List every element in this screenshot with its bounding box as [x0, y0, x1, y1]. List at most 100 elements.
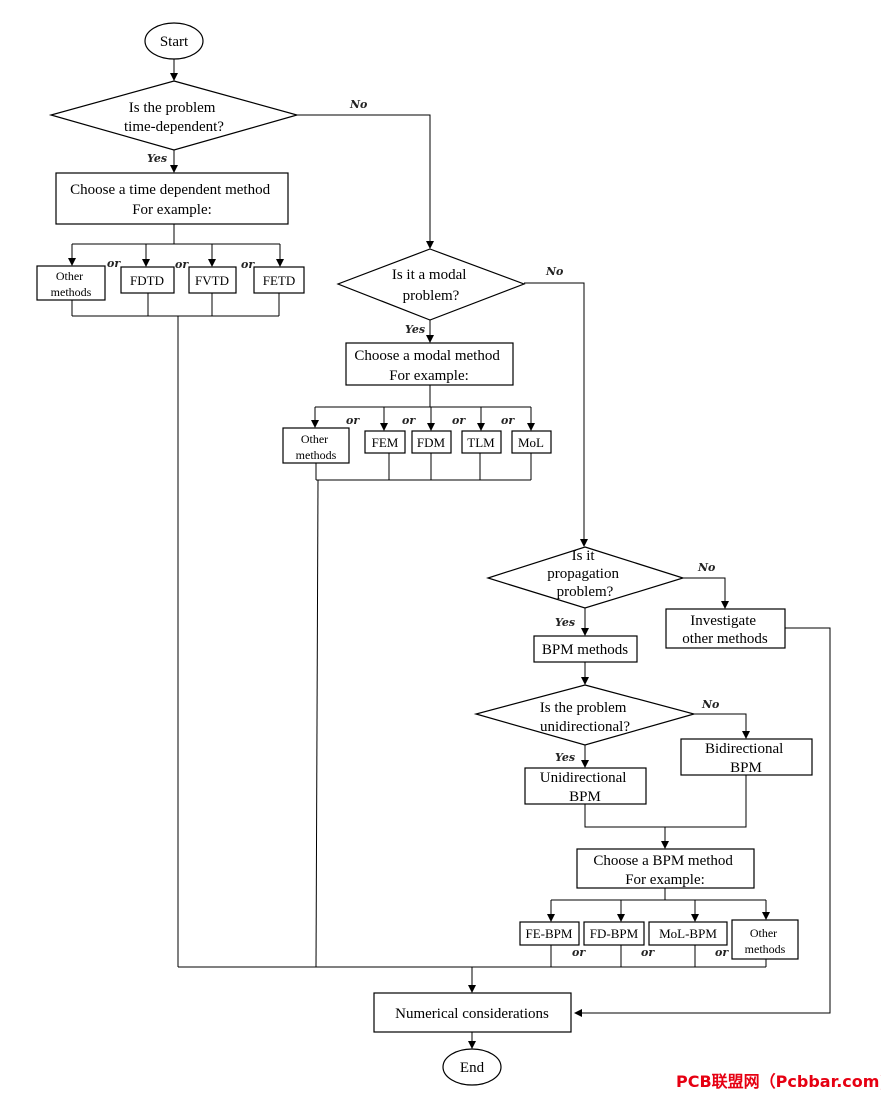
mol-bpm-label: MoL-BPM — [659, 926, 717, 941]
bidirectional-line-1: Bidirectional — [705, 741, 783, 757]
time-method-line-2: For example: — [132, 202, 212, 218]
modal-decision: Is it a modal problem? — [336, 248, 526, 321]
bpm-methods-label: BPM methods — [542, 642, 628, 658]
fetd-label: FETD — [263, 273, 296, 288]
propagation-question-line-1: Is it — [572, 548, 596, 564]
time-dependent-question: Is the problem time-dependent? — [124, 100, 224, 135]
modal-other-methods-box: Other methods — [282, 427, 350, 464]
tlm-box: TLM — [461, 430, 502, 454]
time-dependent-decision: Is the problem time-dependent? — [48, 80, 300, 151]
yes-label: Yes — [147, 152, 167, 165]
fvtd-label: FVTD — [195, 273, 229, 288]
no-label: No — [545, 265, 563, 278]
fem-label: FEM — [372, 435, 399, 450]
edge-labels: Yes No Yes No Yes No Yes No or or or or … — [107, 98, 729, 959]
bpm-other-methods-line-1: Other — [750, 926, 777, 940]
no-label: No — [701, 698, 719, 711]
time-dependent-question-line-1: Is the problem — [129, 100, 216, 116]
no-label: No — [697, 561, 715, 574]
or-label: or — [452, 414, 466, 427]
unidirectional-box: Unidirectional BPM — [524, 767, 647, 805]
bidirectional-label: Bidirectional BPM — [705, 741, 787, 776]
mol-bpm-box: MoL-BPM — [648, 921, 728, 946]
propagation-question-line-2: propagation — [547, 566, 619, 582]
fe-bpm-box: FE-BPM — [519, 921, 580, 946]
modal-method-box: Choose a modal method For example: — [345, 342, 514, 386]
yes-label: Yes — [555, 751, 575, 764]
investigate-line-2: other methods — [682, 631, 768, 647]
bidirectional-line-2: BPM — [730, 760, 762, 776]
time-other-methods-line-1: Other — [56, 269, 83, 283]
fvtd-box: FVTD — [188, 266, 237, 294]
modal-other-methods-line-1: Other — [301, 432, 328, 446]
mol-label: MoL — [518, 435, 544, 450]
bpm-methods-box: BPM methods — [533, 635, 638, 663]
fd-bpm-label: FD-BPM — [590, 926, 639, 941]
fdm-box: FDM — [411, 430, 452, 454]
modal-method-line-2: For example: — [389, 368, 469, 384]
yes-label: Yes — [555, 616, 575, 629]
bpm-method-label: Choose a BPM method For example: — [593, 853, 736, 888]
numerical-box: Numerical considerations — [373, 992, 572, 1033]
unidirectional-question-line-1: Is the problem — [540, 700, 627, 716]
bpm-method-line-1: Choose a BPM method — [593, 853, 733, 869]
fdm-label: FDM — [417, 435, 446, 450]
time-method-box: Choose a time dependent method For examp… — [55, 172, 289, 225]
modal-method-label: Choose a modal method For example: — [354, 348, 503, 384]
unidirectional-question-line-2: unidirectional? — [540, 719, 630, 735]
propagation-question: Is it propagation problem? — [547, 548, 622, 600]
bpm-other-methods-label: Other methods — [745, 926, 786, 956]
fetd-box: FETD — [253, 266, 305, 294]
unidirectional-decision: Is the problem unidirectional? — [473, 684, 697, 746]
or-label: or — [715, 946, 729, 959]
or-label: or — [501, 414, 515, 427]
fem-box: FEM — [364, 430, 406, 454]
investigate-label: Investigate other methods — [682, 613, 768, 647]
start-label: Start — [160, 34, 189, 50]
or-label: or — [346, 414, 360, 427]
bpm-other-methods-line-2: methods — [745, 942, 786, 956]
or-label: or — [572, 946, 586, 959]
propagation-decision: Is it propagation problem? — [485, 546, 686, 609]
propagation-question-line-3: problem? — [557, 584, 614, 600]
connectors — [68, 59, 831, 1049]
unidirectional-label: Unidirectional BPM — [540, 770, 630, 805]
modal-question-line-1: Is it a modal — [392, 267, 467, 283]
bpm-other-methods-box: Other methods — [731, 919, 799, 960]
or-label: or — [641, 946, 655, 959]
end-node: End — [442, 1048, 502, 1086]
unidirectional-line-2: BPM — [569, 789, 601, 805]
time-other-methods-label: Other methods — [51, 269, 92, 299]
end-label: End — [460, 1060, 485, 1076]
fe-bpm-label: FE-BPM — [526, 926, 573, 941]
watermark-text: PCB联盟网（Pcbbar.com) — [676, 1072, 881, 1091]
time-method-label: Choose a time dependent method For examp… — [70, 182, 274, 218]
bpm-method-line-2: For example: — [625, 872, 705, 888]
modal-other-methods-label: Other methods — [296, 432, 337, 462]
yes-label: Yes — [405, 323, 425, 336]
investigate-line-1: Investigate — [690, 613, 756, 629]
unidirectional-line-1: Unidirectional — [540, 770, 627, 786]
investigate-box: Investigate other methods — [665, 608, 786, 649]
modal-method-line-1: Choose a modal method — [354, 348, 500, 364]
or-label: or — [241, 258, 255, 271]
bidirectional-box: Bidirectional BPM — [680, 738, 813, 776]
modal-question: Is it a modal problem? — [392, 267, 470, 304]
bpm-method-box: Choose a BPM method For example: — [576, 848, 755, 889]
time-method-line-1: Choose a time dependent method — [70, 182, 270, 198]
start-node: Start — [144, 22, 204, 60]
numerical-label: Numerical considerations — [395, 1006, 549, 1022]
or-label: or — [175, 258, 189, 271]
modal-other-methods-line-2: methods — [296, 448, 337, 462]
or-label: or — [107, 257, 121, 270]
time-other-methods-line-2: methods — [51, 285, 92, 299]
or-label: or — [402, 414, 416, 427]
fd-bpm-box: FD-BPM — [583, 921, 645, 946]
fdtd-label: FDTD — [130, 273, 164, 288]
tlm-label: TLM — [467, 435, 495, 450]
fdtd-box: FDTD — [120, 266, 175, 294]
no-label: No — [349, 98, 367, 111]
modal-question-line-2: problem? — [403, 288, 460, 304]
unidirectional-question: Is the problem unidirectional? — [540, 700, 631, 735]
